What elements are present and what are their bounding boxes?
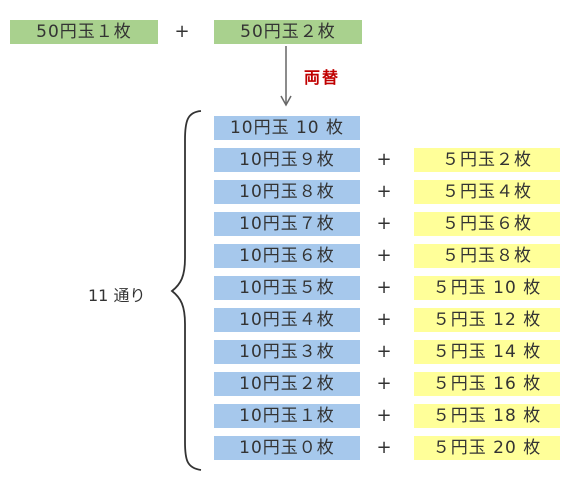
exchange-label: 両替 bbox=[304, 68, 341, 87]
five-yen-box: ５円玉 18 枚 bbox=[414, 404, 560, 428]
count-label: 11 通り bbox=[88, 286, 146, 305]
top-plus-sign: + bbox=[174, 21, 190, 42]
ten-yen-box: 10円玉９枚 bbox=[214, 148, 360, 172]
row-plus-sign: + bbox=[376, 277, 392, 298]
fifty-yen-two-coins-box: 50円玉２枚 bbox=[214, 20, 362, 44]
down-arrow-icon bbox=[280, 46, 292, 107]
row-plus-sign: + bbox=[376, 213, 392, 234]
five-yen-box: ５円玉６枚 bbox=[414, 212, 560, 236]
row-plus-sign: + bbox=[376, 181, 392, 202]
ten-yen-box: 10円玉５枚 bbox=[214, 276, 360, 300]
five-yen-box: ５円玉４枚 bbox=[414, 180, 560, 204]
ten-yen-box: 10円玉６枚 bbox=[214, 244, 360, 268]
row-plus-sign: + bbox=[376, 341, 392, 362]
row-plus-sign: + bbox=[376, 309, 392, 330]
row-plus-sign: + bbox=[376, 373, 392, 394]
five-yen-box: ５円玉２枚 bbox=[414, 148, 560, 172]
row-plus-sign: + bbox=[376, 149, 392, 170]
ten-yen-box: 10円玉 10 枚 bbox=[214, 116, 360, 140]
ten-yen-box: 10円玉７枚 bbox=[214, 212, 360, 236]
row-plus-sign: + bbox=[376, 245, 392, 266]
left-brace-icon bbox=[170, 110, 202, 471]
five-yen-box: ５円玉 16 枚 bbox=[414, 372, 560, 396]
ten-yen-box: 10円玉２枚 bbox=[214, 372, 360, 396]
fifty-yen-one-coin-box: 50円玉１枚 bbox=[10, 20, 158, 44]
row-plus-sign: + bbox=[376, 437, 392, 458]
row-plus-sign: + bbox=[376, 405, 392, 426]
ten-yen-box: 10円玉４枚 bbox=[214, 308, 360, 332]
five-yen-box: ５円玉 14 枚 bbox=[414, 340, 560, 364]
five-yen-box: ５円玉 12 枚 bbox=[414, 308, 560, 332]
ten-yen-box: 10円玉０枚 bbox=[214, 436, 360, 460]
ten-yen-box: 10円玉１枚 bbox=[214, 404, 360, 428]
ten-yen-box: 10円玉３枚 bbox=[214, 340, 360, 364]
ten-yen-box: 10円玉８枚 bbox=[214, 180, 360, 204]
five-yen-box: ５円玉 20 枚 bbox=[414, 436, 560, 460]
five-yen-box: ５円玉 10 枚 bbox=[414, 276, 560, 300]
five-yen-box: ５円玉８枚 bbox=[414, 244, 560, 268]
